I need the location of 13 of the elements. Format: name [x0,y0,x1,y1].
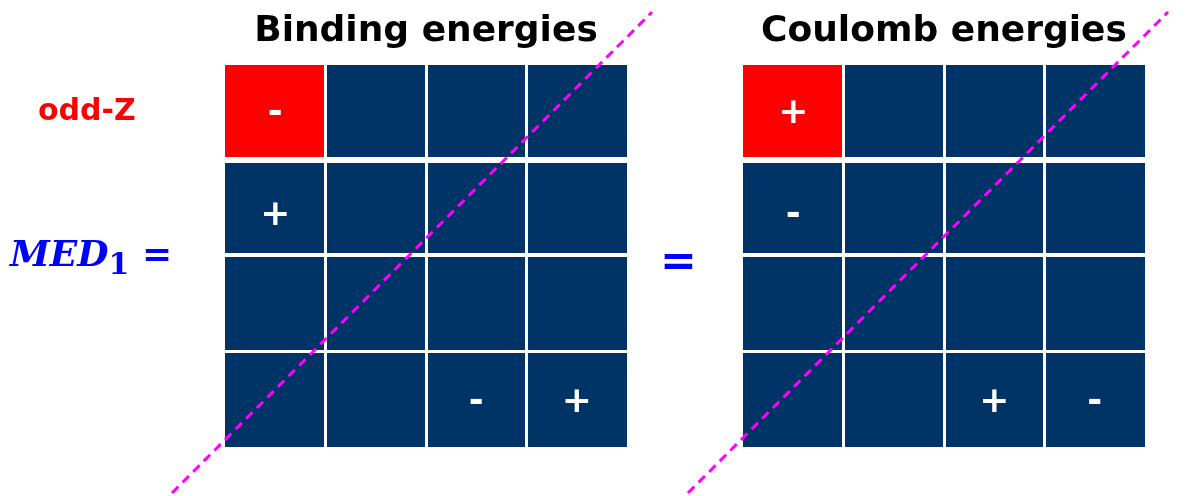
sign-label: - [267,93,283,129]
sign-label: - [785,195,801,231]
sign-label: + [561,382,592,418]
equation-label: MED$_{1}$ = [10,232,173,282]
grid-heading: Coulomb energies [761,8,1127,49]
equals-sign: = [660,234,697,285]
sign-label: + [979,382,1010,418]
sign-label: + [260,195,291,231]
sign-label: - [1087,382,1103,418]
grid-heading: Binding energies [254,8,598,49]
row-label: odd-Z [38,92,136,127]
sign-label: + [778,93,809,129]
sign-label: - [468,382,484,418]
